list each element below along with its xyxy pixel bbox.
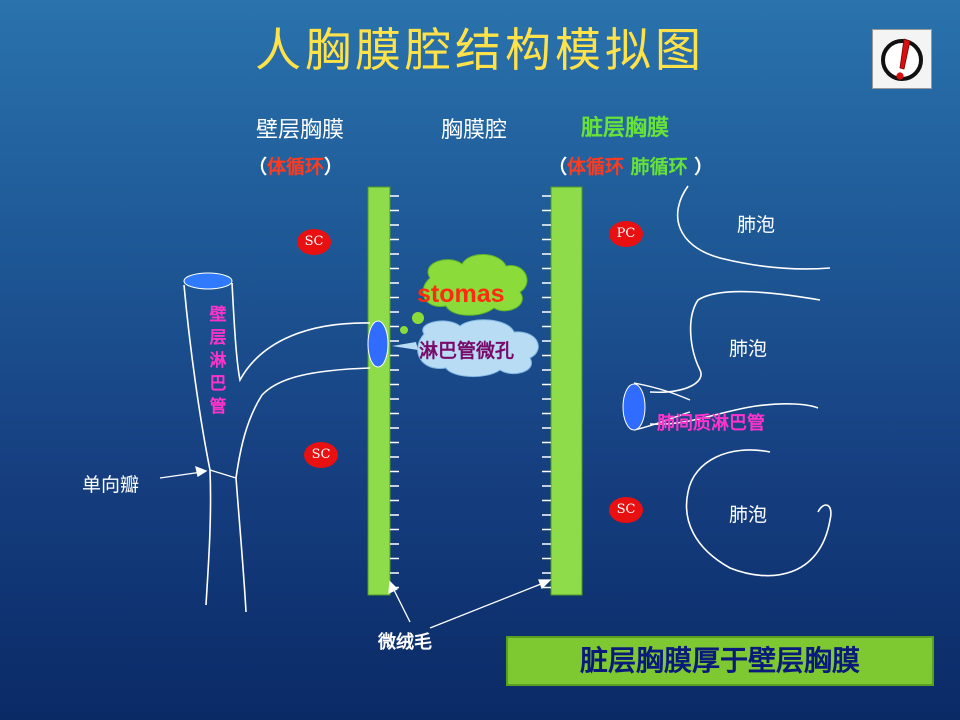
header-parietal-pleura: 壁层胸膜 [256, 118, 345, 143]
parietal-lymph-vessel [183, 282, 371, 613]
parietal-microvilli [390, 195, 399, 589]
lymph-stomata-cloud [417, 319, 539, 377]
conclusion-box: 脏层胸膜厚于壁层胸膜 [506, 636, 934, 686]
paren-open: （ [248, 156, 268, 178]
alveolus-label: 肺泡 [737, 214, 776, 236]
cloud-bubble-medium [412, 312, 424, 324]
parietal-lymph-label: 壁层淋巴管 [209, 305, 227, 417]
systemic-circulation-label: 体循环 [567, 156, 625, 178]
sc-badge: SC [304, 442, 338, 468]
paren-close: ） [687, 156, 714, 178]
sc-badge: SC [609, 497, 643, 523]
header-pleural-cavity: 胸膜腔 [441, 118, 508, 143]
alveolus-label: 肺泡 [729, 504, 768, 526]
paren-open: （ [548, 156, 568, 178]
stomas-cloud [422, 254, 528, 316]
stoma-pointer [392, 342, 418, 350]
slide-title: 人胸膜腔结构模拟图 [255, 23, 705, 77]
cloud-bubble-small [400, 326, 408, 334]
microvilli-label: 微绒毛 [378, 632, 432, 653]
parietal-pleura-band [367, 186, 391, 596]
lymph-stomata-label: 淋巴管微孔 [419, 340, 515, 362]
stoma-opening [367, 320, 389, 368]
systemic-circulation-label: 体循环 [267, 156, 325, 178]
header-visceral-pleura: 脏层胸膜 [581, 116, 670, 141]
stomas-label: stomas [417, 280, 505, 308]
sc-badge: SC [297, 229, 331, 255]
alert-button[interactable] [872, 29, 932, 89]
parietal-circulation: （体循环） [248, 152, 343, 179]
pc-badge: PC [609, 221, 643, 247]
visceral-circulation: （体循环 肺循环 ） [548, 152, 713, 179]
pulmonary-circulation-label: 肺循环 [624, 156, 688, 178]
paren-close: ） [324, 156, 344, 178]
visceral-microvilli [542, 195, 551, 589]
exclamation-alert-icon [881, 38, 923, 81]
interstitial-lymph-label: 肺间质淋巴管 [657, 413, 765, 434]
one-way-valve-label: 单向瓣 [82, 474, 140, 496]
annotation-arrows [159, 465, 552, 629]
interstitial-lymph-vessel [633, 382, 691, 431]
interstitial-lymph-opening [622, 383, 646, 431]
parietal-lymph-opening [183, 272, 233, 290]
alveolus-label: 肺泡 [729, 338, 768, 360]
visceral-pleura-band [550, 186, 583, 596]
alveoli-outlines [649, 185, 832, 577]
